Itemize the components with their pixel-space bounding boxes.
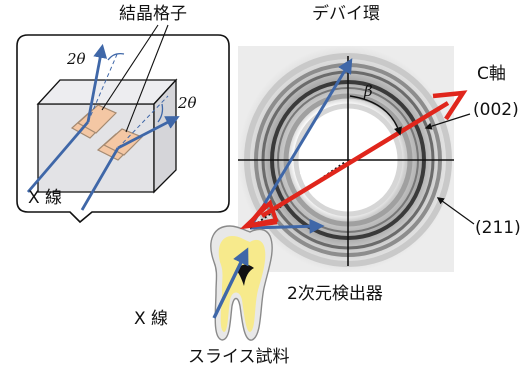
crystal-inset (16, 34, 230, 224)
xray-main-label: X 線 (134, 309, 169, 329)
c-axis-arrow (239, 90, 468, 230)
debye-ring-label: デバイ環 (312, 4, 380, 24)
beta-label: β (364, 82, 373, 100)
xray-inset-label: X 線 (28, 188, 63, 208)
c-axis-label: C軸 (477, 64, 506, 84)
slice-sample-label: スライス試料 (188, 347, 290, 367)
two-theta-label-top: 2θ (67, 50, 86, 68)
lattice-leader-lines (101, 24, 169, 133)
peak-leaders (424, 113, 475, 225)
inset-beams (26, 43, 180, 211)
detector-label: 2次元検出器 (287, 284, 383, 304)
two-theta-label-side: 2θ (178, 94, 197, 112)
beta-arc (349, 95, 403, 136)
tooth-sample (210, 225, 273, 341)
peak-002-label: (002) (473, 100, 519, 120)
detector-image (238, 46, 454, 272)
crystal-lattice-label: 結晶格子 (119, 4, 187, 24)
peak-211-label: (211) (475, 218, 521, 238)
